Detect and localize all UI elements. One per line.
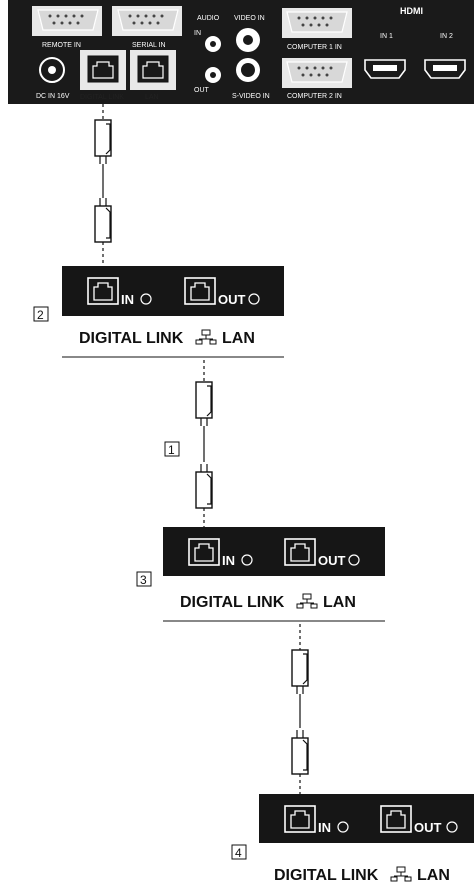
- lan-label: LAN: [145, 94, 159, 101]
- device-2-out-arrow-icon: [248, 293, 260, 305]
- device-3-in-label: IN: [222, 553, 235, 568]
- dc-in-label: DC IN 16V: [36, 93, 70, 100]
- device-3-in-arrow-icon: [241, 554, 253, 566]
- device-2-out-label: OUT: [218, 292, 246, 307]
- computer1-in-label: COMPUTER 1 IN: [287, 44, 342, 51]
- cable-panel-to-device-2: [94, 104, 112, 283]
- device-2-in-arrow-icon: [140, 293, 152, 305]
- video-in-label: VIDEO IN: [234, 15, 265, 22]
- remote-in-label: REMOTE IN: [42, 42, 81, 49]
- cable-device-2-to-device-3: 1: [164, 360, 213, 538]
- remote-in-port: REMOTE IN: [32, 6, 102, 49]
- device-4-caption-lan: LAN: [417, 867, 450, 884]
- device-4-caption: DIGITAL LINK: [274, 867, 379, 884]
- device-4-out-label: OUT: [414, 820, 442, 835]
- digital-link-label: DIGITAL LINK: [80, 94, 124, 101]
- cable-device-3-to-device-4: [291, 624, 309, 806]
- device-2-number: 2: [37, 308, 44, 322]
- serial-in-port: SERIAL IN: [112, 6, 182, 49]
- hdmi-in1-label: IN 1: [380, 33, 393, 40]
- device-3-caption: DIGITAL LINK: [180, 594, 285, 611]
- panel-digital-link-port: DIGITAL LINK: [80, 50, 126, 101]
- device-4-in-arrow-icon: [337, 821, 349, 833]
- device-4-number-box: [231, 844, 247, 860]
- device-2-body: [62, 266, 284, 316]
- device-4-number: 4: [235, 846, 242, 860]
- device-2-in-label: IN: [121, 292, 134, 307]
- device-3-caption-lan: LAN: [323, 594, 356, 611]
- audio-in-label: IN: [194, 30, 201, 37]
- device-4-body: [259, 794, 474, 843]
- device-2-caption: DIGITAL LINK: [79, 330, 184, 347]
- device-3: IN OUT 3 DIGITAL LINK LAN: [136, 527, 385, 622]
- device-2-caption-lan: LAN: [222, 330, 255, 347]
- s-video-in-label: S-VIDEO IN: [232, 93, 270, 100]
- cable-number-box: [164, 441, 180, 457]
- cable-number: 1: [168, 443, 175, 457]
- dc-in-jack: [39, 57, 65, 83]
- device-3-body: [163, 527, 385, 576]
- device-4-out-arrow-icon: [446, 821, 458, 833]
- rear-panel: REMOTE IN SERIAL IN AUDIO IN OUT VIDEO I…: [8, 0, 474, 104]
- computer2-in-port: COMPUTER 2 IN: [282, 58, 352, 100]
- device-3-number-box: [136, 571, 152, 587]
- computer2-in-label: COMPUTER 2 IN: [287, 93, 342, 100]
- device-4: IN OUT 4 DIGITAL LINK LAN: [231, 794, 474, 884]
- panel-lan-port: LAN: [130, 50, 176, 101]
- device-3-number: 3: [140, 573, 147, 587]
- device-4-lan-icon: [390, 866, 412, 882]
- computer1-in-port: COMPUTER 1 IN: [282, 8, 352, 51]
- audio-out-label: OUT: [194, 87, 210, 94]
- device-4-in-label: IN: [318, 820, 331, 835]
- serial-in-label: SERIAL IN: [132, 42, 166, 49]
- device-3-out-label: OUT: [318, 553, 346, 568]
- device-3-lan-icon: [296, 593, 318, 609]
- device-2-number-box: [33, 306, 49, 322]
- device-2-lan-icon: [195, 329, 217, 345]
- audio-label: AUDIO: [197, 15, 220, 22]
- device-2: IN OUT 2 DIGITAL LINK LAN: [33, 266, 284, 358]
- hdmi-in2-label: IN 2: [440, 33, 453, 40]
- hdmi-label: HDMI: [400, 6, 423, 16]
- device-3-out-arrow-icon: [348, 554, 360, 566]
